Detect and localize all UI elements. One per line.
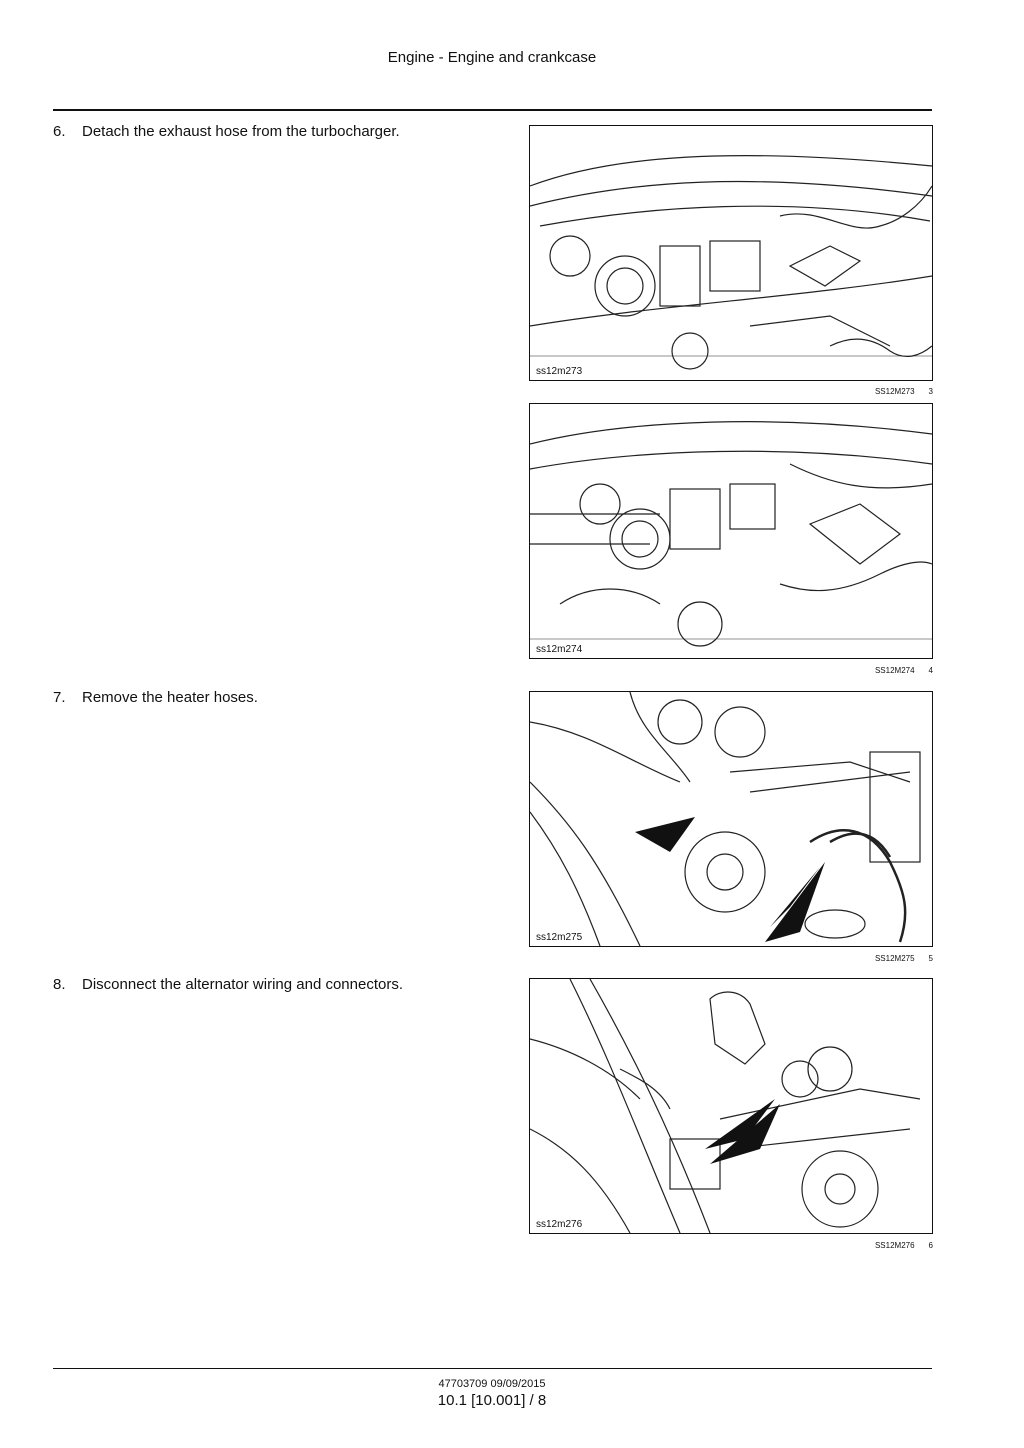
figure-4-caption: SS12M274 4 [529,666,933,675]
figure-4-illustration: ss12m274 [529,403,933,659]
caption-id: SS12M273 [874,387,915,396]
caption-number: 3 [928,387,933,396]
footer-page-number: 10.1 [10.001] / 8 [437,1392,547,1409]
figure-3-caption: SS12M273 3 [529,387,933,396]
footer-divider [53,1368,932,1369]
figure-3-illustration: ss12m273 [529,125,933,381]
step-text: Detach the exhaust hose from the turboch… [82,123,400,140]
step-text: Remove the heater hoses. [82,689,258,706]
step-text: Disconnect the alternator wiring and con… [82,976,404,993]
figure-6-illustration: ss12m276 [529,978,933,1234]
step-8: 8. Disconnect the alternator wiring and c… [53,976,493,993]
header-divider [53,109,932,111]
step-number: 6. [53,123,66,140]
caption-id: SS12M275 [874,954,915,963]
page-header-title: Engine - Engine and crankcase [387,49,597,66]
figure-code: ss12m273 [534,366,585,377]
caption-number: 4 [928,666,933,675]
figure-code: ss12m274 [534,644,585,655]
caption-number: 6 [928,1241,933,1250]
caption-number: 5 [928,954,933,963]
figure-6-caption: SS12M276 6 [529,1241,933,1250]
step-number: 8. [53,976,66,993]
step-number: 7. [53,689,66,706]
step-6: 6. Detach the exhaust hose from the turbo… [53,123,493,140]
figure-5-caption: SS12M275 5 [529,954,933,963]
step-7: 7. Remove the heater hoses. [53,689,493,706]
figure-code: ss12m276 [534,1219,585,1230]
caption-id: SS12M274 [874,666,915,675]
footer-doc-reference: 47703709 09/09/2015 [438,1378,546,1390]
figure-code: ss12m275 [534,932,585,943]
caption-id: SS12M276 [874,1241,915,1250]
figure-5-illustration: ss12m275 [529,691,933,947]
